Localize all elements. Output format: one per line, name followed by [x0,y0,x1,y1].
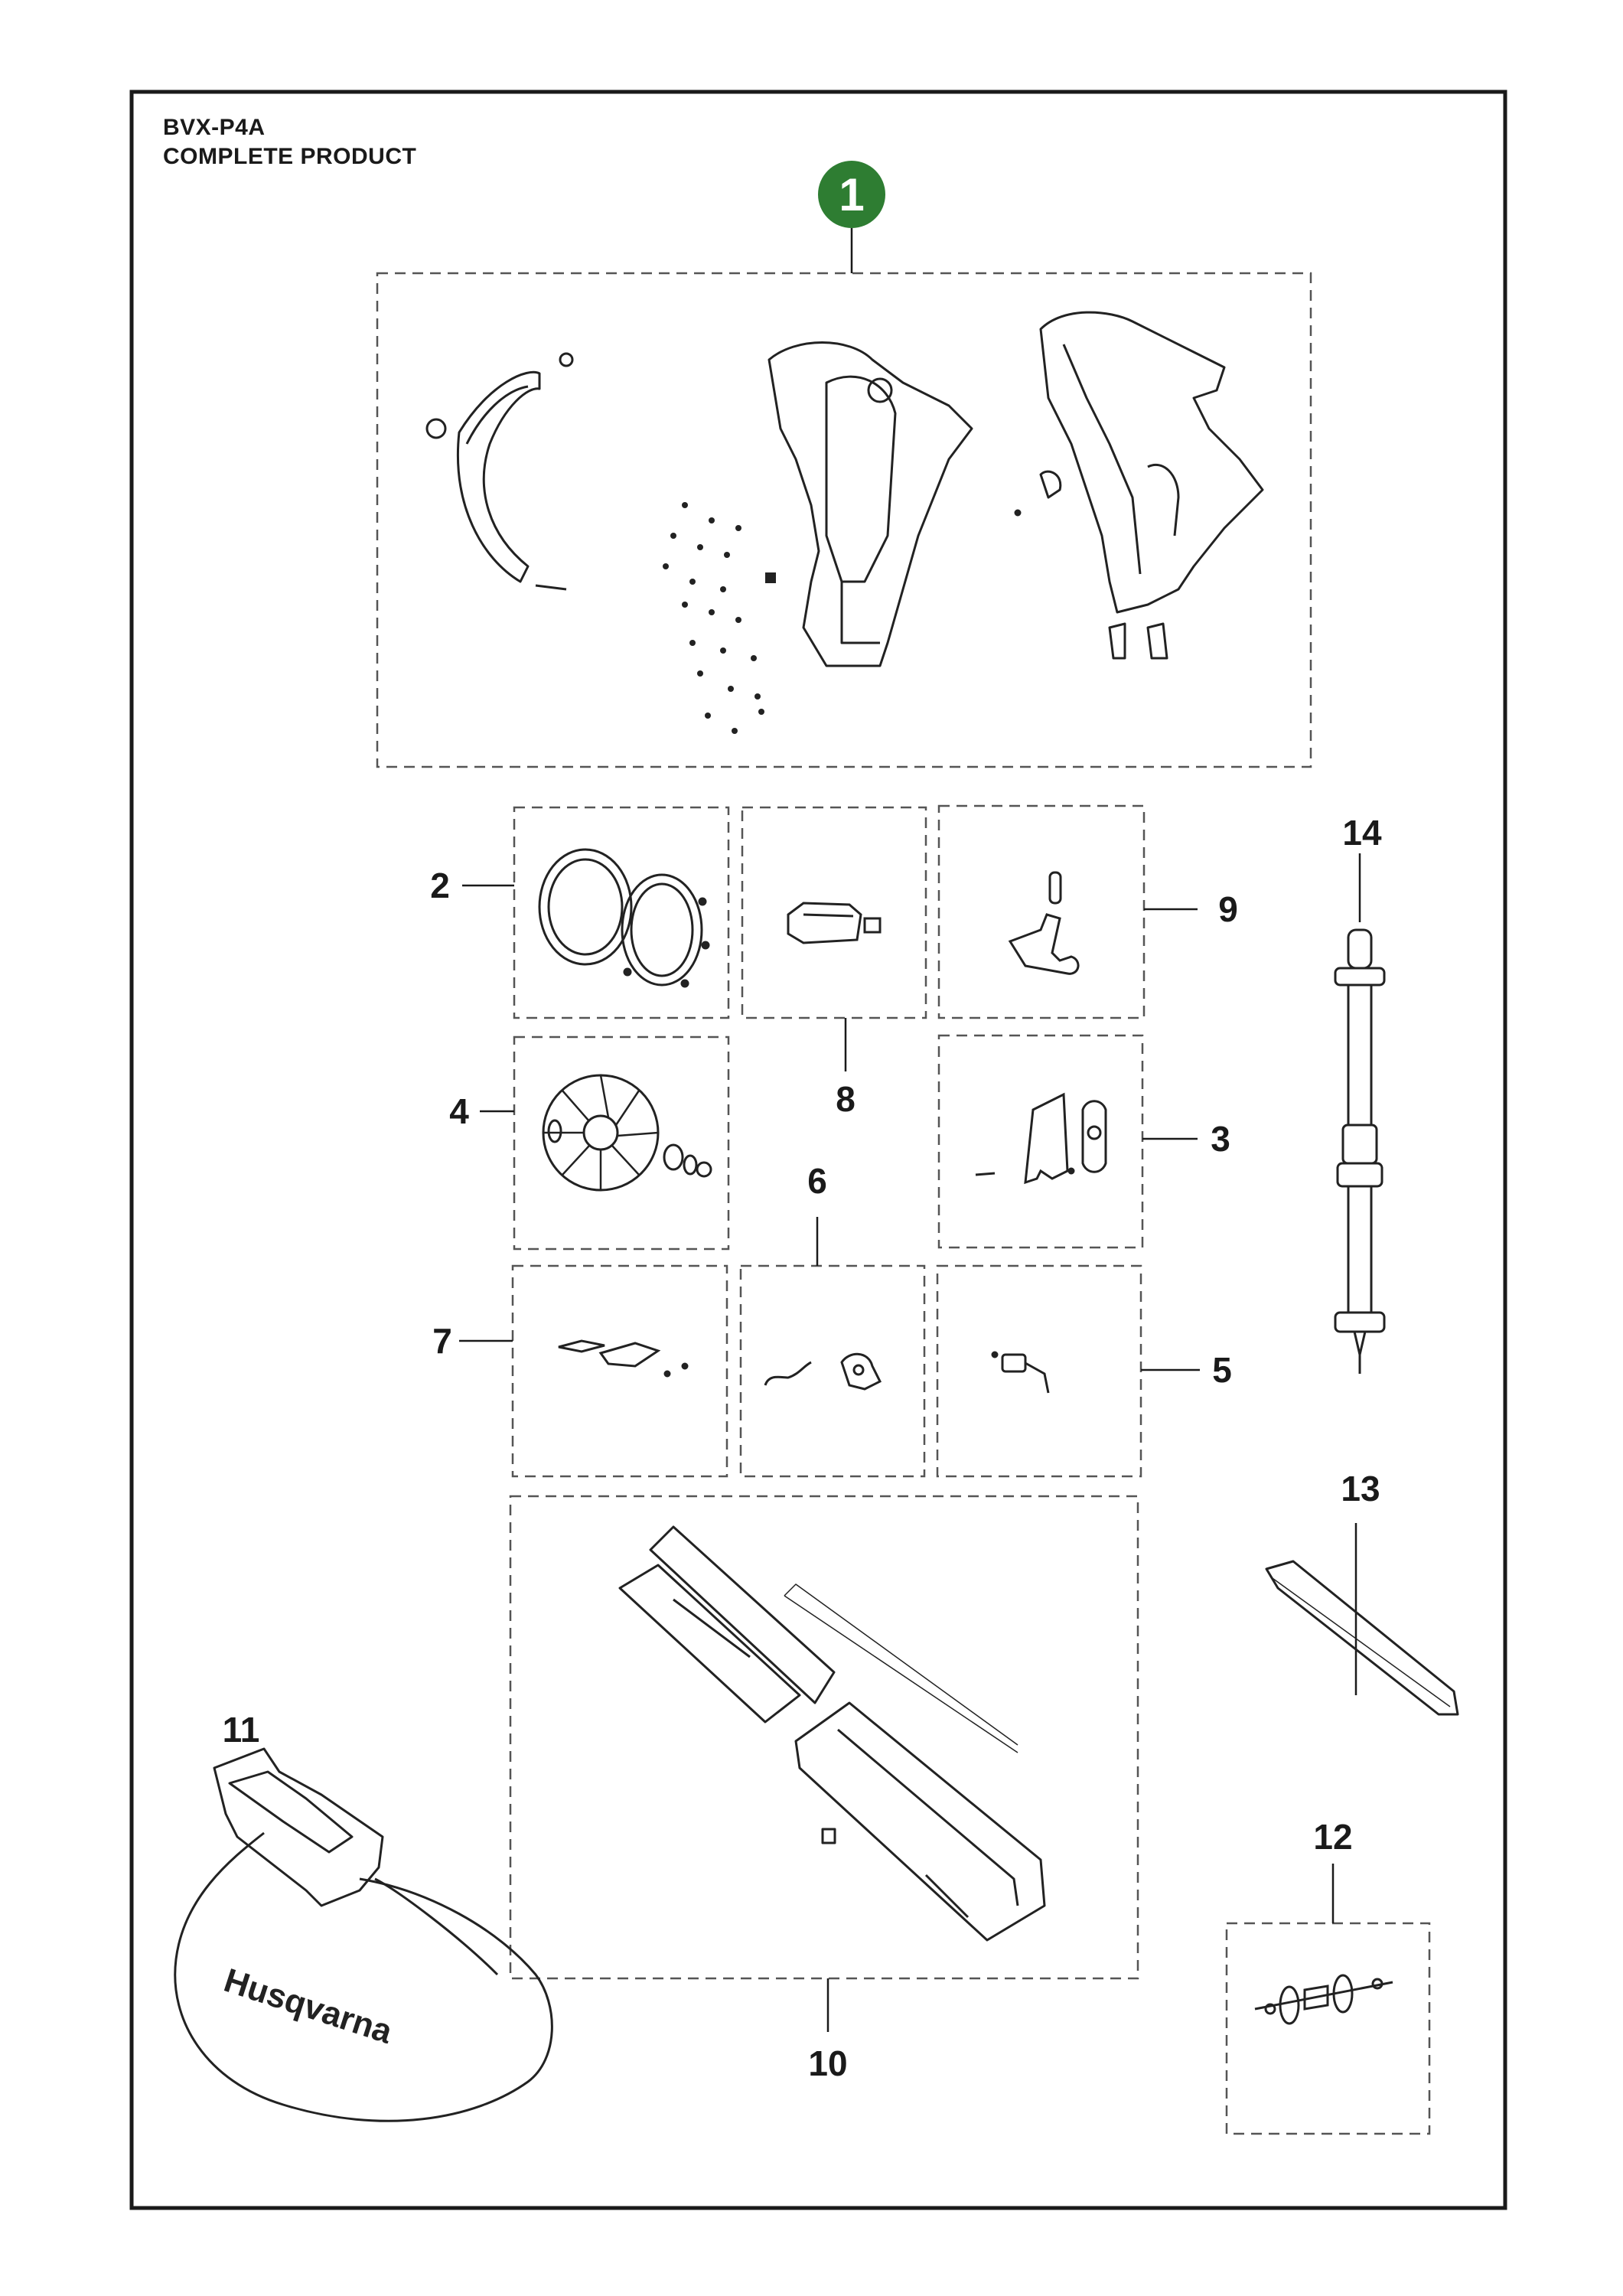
fan-impeller-drawing [542,1074,712,1192]
group-boxes [376,272,1431,2135]
callout-3: 3 [1211,1119,1230,1159]
callout-7: 7 [432,1321,452,1361]
box-8 [741,806,927,1019]
box-1 [376,272,1312,768]
box-10 [509,1495,1139,1980]
wire-bracket-drawing [764,1352,882,1391]
callout-5: 5 [1212,1350,1232,1390]
blower-tube-drawing [618,1525,1046,1942]
model-title: BVX-P4A [163,115,266,140]
leader-lines [459,228,1361,2032]
box-3 [937,1034,1144,1249]
callout-12: 12 [1313,1817,1353,1857]
ring-cover-drawing [538,848,710,988]
callout-14: 14 [1342,813,1382,853]
page-subtitle: COMPLETE PRODUCT [163,144,417,169]
box-7 [511,1264,728,1478]
callout-9: 9 [1218,889,1238,929]
plate-drawing [558,1339,689,1378]
latch-drawing [975,1092,1107,1185]
bag-brand-text: Husqvarna [220,1962,397,2051]
callout-11: 11 [222,1710,260,1750]
callout-6: 6 [807,1161,827,1201]
page-frame [129,90,1507,2210]
box-12 [1225,1922,1431,2135]
box-9 [937,804,1146,1019]
box-6 [739,1264,926,1478]
connector-drawing [991,1351,1050,1394]
trigger-drawing [1008,871,1080,975]
box-4 [513,1035,730,1251]
wheel-kit-drawing [1254,1974,1393,2025]
box-2 [513,806,730,1019]
box-5 [936,1264,1142,1478]
collection-bag-drawing: Husqvarna [174,1747,553,2122]
main-assembly-badge: 1 [818,161,885,228]
callout-13: 13 [1341,1469,1380,1508]
callout-8: 8 [836,1079,855,1119]
switch-module-drawing [787,902,882,944]
shoulder-strap-drawing [1334,928,1386,1374]
callout-2: 2 [430,866,450,905]
callout-4: 4 [449,1091,469,1131]
callout-10: 10 [808,2043,848,2083]
strap-drawing [1265,1560,1459,1716]
housing-assembly-drawing [425,311,1264,734]
